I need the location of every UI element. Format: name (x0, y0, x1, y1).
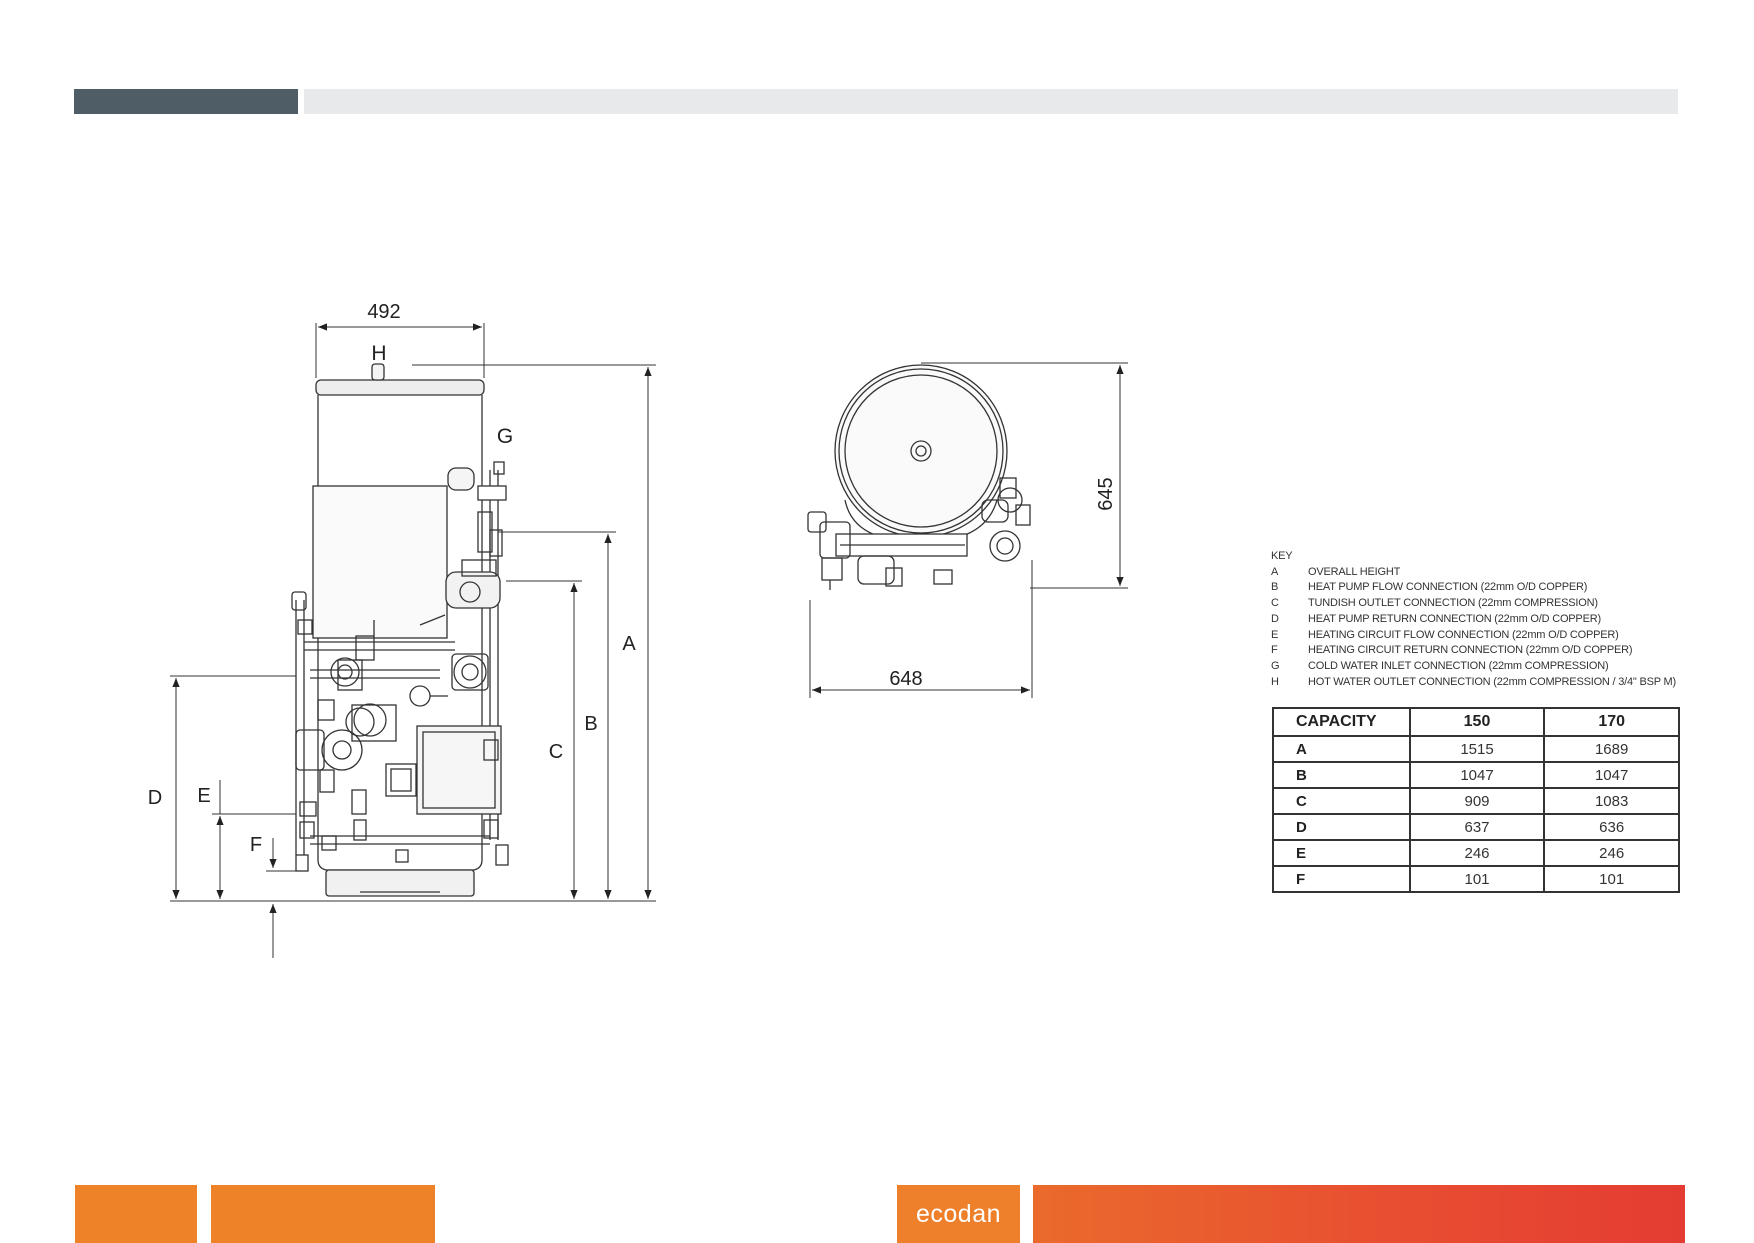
table-cell: A (1272, 735, 1411, 763)
table-header-cell: 150 (1408, 707, 1546, 737)
table-row: E 246 246 (1272, 839, 1680, 867)
footer-gradient-bar (1033, 1185, 1685, 1243)
table-cell: 637 (1408, 813, 1546, 841)
front-dimensions (170, 323, 656, 958)
table-cell: F (1272, 865, 1411, 893)
dim-depth-645: 645 (1095, 477, 1117, 510)
table-row: C 909 1083 (1272, 787, 1680, 815)
table-cell: 1515 (1408, 735, 1546, 763)
dim-label-c: C (549, 741, 563, 763)
table-cell: E (1272, 839, 1411, 867)
table-cell: 909 (1408, 787, 1546, 815)
dim-label-a: A (622, 633, 636, 655)
table-header-cell: 170 (1543, 707, 1680, 737)
table-cell: 101 (1543, 865, 1680, 893)
footer-block-orange-small (75, 1185, 197, 1243)
header-bar-dark (74, 89, 298, 114)
table-row: F 101 101 (1272, 865, 1680, 893)
table-cell: D (1272, 813, 1411, 841)
table-cell: 636 (1543, 813, 1680, 841)
table-row: B 1047 1047 (1272, 761, 1680, 789)
table-header-row: CAPACITY 150 170 (1272, 707, 1680, 737)
table-row: A 1515 1689 (1272, 735, 1680, 763)
table-cell: 1047 (1543, 761, 1680, 789)
capacity-table: CAPACITY 150 170 A 1515 1689 B 1047 1047… (1272, 707, 1680, 893)
brand-name: ecodan (915, 1199, 1002, 1228)
table-cell: 1083 (1543, 787, 1680, 815)
table-cell: C (1272, 787, 1411, 815)
key-title: KEY (1271, 550, 1293, 562)
table-cell: B (1272, 761, 1411, 789)
table-cell: 246 (1408, 839, 1546, 867)
table-header-cell: CAPACITY (1272, 707, 1411, 737)
table-cell: 101 (1408, 865, 1546, 893)
dim-label-g: G (497, 425, 513, 448)
table-cell: 246 (1543, 839, 1680, 867)
top-dimensions (809, 362, 1128, 698)
dim-label-d: D (148, 787, 162, 809)
dim-label-h: H (371, 342, 386, 365)
table-row: D 637 636 (1272, 813, 1680, 841)
dim-width-492: 492 (367, 301, 400, 323)
table-cell: 1047 (1408, 761, 1546, 789)
dim-label-e: E (197, 785, 210, 807)
table-cell: 1689 (1543, 735, 1680, 763)
footer-block-orange (211, 1185, 435, 1243)
front-view (291, 363, 509, 897)
top-view (807, 364, 1031, 590)
footer-brand-logo: ecodan (897, 1185, 1020, 1243)
dim-label-f: F (250, 834, 262, 856)
dim-width-648: 648 (889, 668, 922, 690)
dim-label-b: B (584, 713, 597, 735)
header-bar-light (304, 89, 1678, 114)
